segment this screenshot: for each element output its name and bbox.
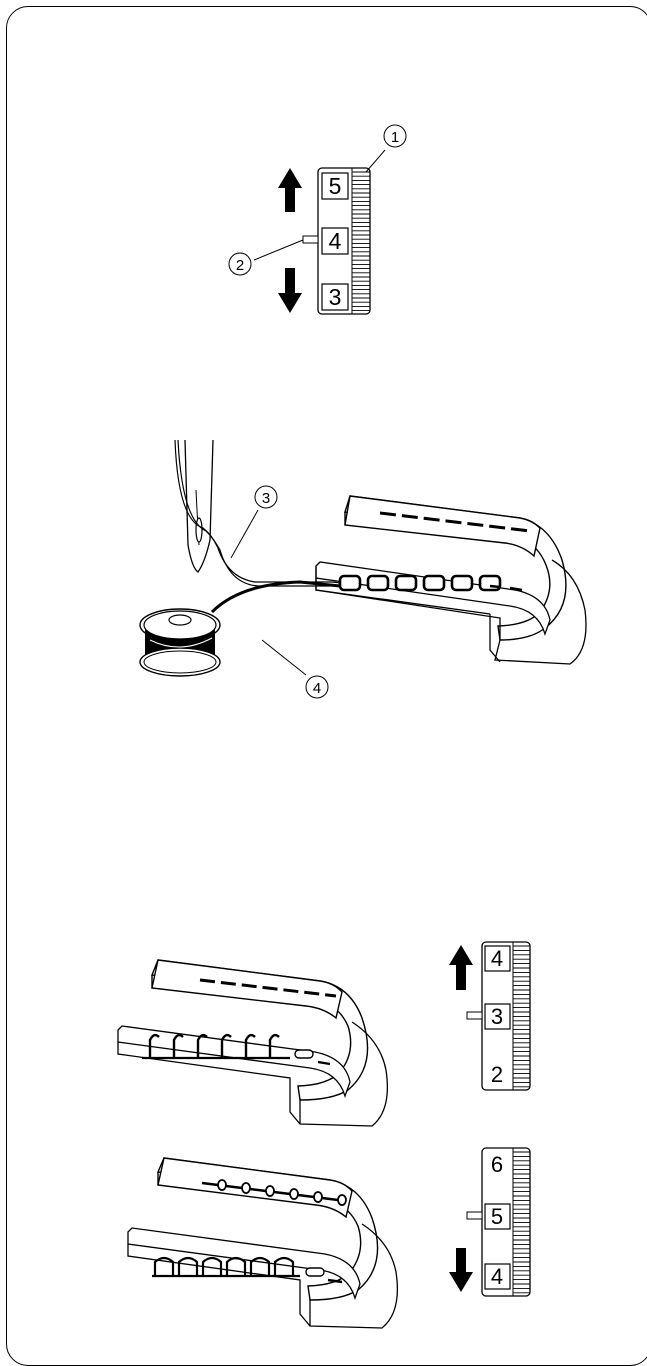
- dial-number: 4: [491, 946, 503, 971]
- tension-dial-middle: 4 3 2: [449, 941, 531, 1091]
- setting-mark: [302, 235, 319, 244]
- tension-dial-top: 5 4 3 1 2: [228, 124, 407, 315]
- bobbin-icon: [139, 608, 221, 677]
- dial-number: 6: [491, 1152, 503, 1177]
- dial-number: 2: [491, 1062, 503, 1087]
- setting-mark: [466, 1011, 483, 1020]
- thread-diagram: 3 4: [139, 439, 587, 699]
- dial-number: 5: [329, 173, 342, 199]
- dial-number: 3: [329, 284, 342, 310]
- setting-mark: [466, 1211, 483, 1220]
- callout-number: 3: [262, 490, 270, 507]
- arrow-down-icon: [278, 268, 302, 313]
- needle-icon: [184, 439, 214, 573]
- fabric-upper: [344, 495, 567, 641]
- fabric-example-loose: [127, 1157, 399, 1329]
- dial-scale-ticks: [352, 171, 370, 312]
- arrow-down-icon: [449, 1248, 473, 1292]
- dial-number: 4: [329, 228, 342, 254]
- dial-number: 4: [491, 1264, 503, 1289]
- fabric-example-tight: [117, 959, 389, 1127]
- dial-number: 5: [491, 1204, 503, 1229]
- stitch-loops: [148, 1033, 331, 1066]
- stitch-loops: [153, 1256, 343, 1284]
- dial-scale-ticks: [513, 945, 530, 1088]
- arrow-up-icon: [278, 168, 302, 212]
- tension-dial-bottom: 6 5 4: [449, 1147, 531, 1297]
- callout-number: 2: [236, 257, 244, 274]
- callout-number: 1: [391, 129, 399, 146]
- stitch-loops: [201, 1179, 347, 1206]
- callout-number: 4: [313, 680, 321, 697]
- dial-scale-ticks: [513, 1151, 530, 1294]
- arrow-up-icon: [449, 945, 473, 990]
- dial-number: 3: [491, 1004, 503, 1029]
- stitch-loops: [338, 574, 523, 592]
